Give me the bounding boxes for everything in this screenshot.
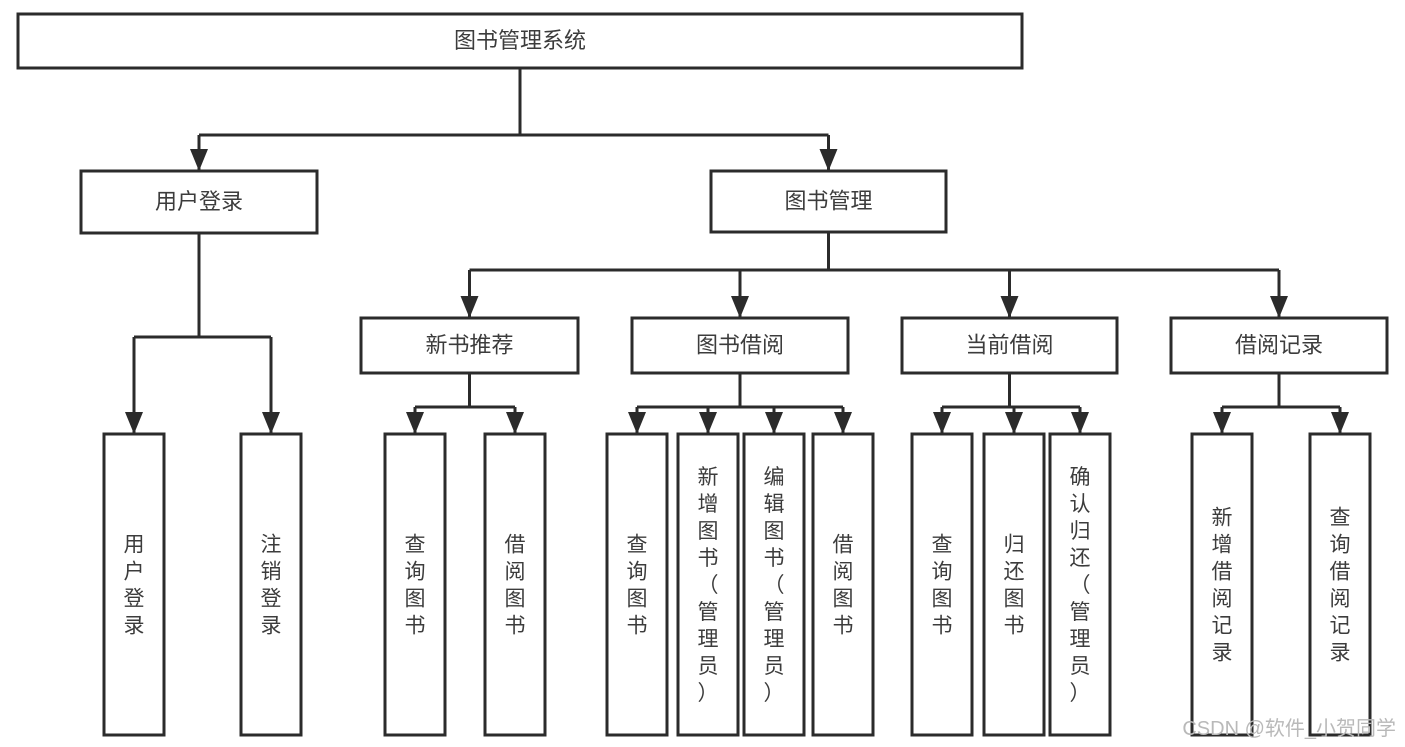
node-new-book-recommend[interactable]: 新书推荐 (359, 316, 580, 375)
node-box-leaf-confirm-return[interactable] (1048, 432, 1112, 737)
node-label-leaf-borrow-book-2: 借阅图书 (833, 534, 854, 638)
node-box-book-manage[interactable] (709, 169, 948, 234)
node-leaf-query-book-3[interactable]: 查询图书 (910, 432, 974, 737)
arrow-head-leaf-user-login (125, 412, 143, 434)
arrow-head-leaf-add-book (699, 412, 717, 434)
arrow-head-leaf-borrow-book-1 (506, 412, 524, 434)
node-leaf-return-book[interactable]: 归还图书 (982, 432, 1046, 737)
node-label-leaf-query-book-3: 查询图书 (932, 534, 953, 638)
node-box-book-borrow[interactable] (630, 316, 850, 375)
node-box-leaf-query-book-3[interactable] (910, 432, 974, 737)
arrow-head-leaf-add-record (1213, 412, 1231, 434)
node-borrow-record[interactable]: 借阅记录 (1169, 316, 1389, 375)
arrow-head-leaf-query-record (1331, 412, 1349, 434)
node-box-leaf-add-book[interactable] (676, 432, 740, 737)
node-box-borrow-record[interactable] (1169, 316, 1389, 375)
arrow-head-book-borrow (731, 296, 749, 318)
arrow-head-leaf-user-logout (262, 412, 280, 434)
node-box-leaf-user-login[interactable] (102, 432, 166, 737)
node-box-root[interactable] (16, 12, 1024, 70)
node-leaf-add-book[interactable]: 新增图书（管理员） (676, 432, 740, 737)
node-label-root: 图书管理系统 (454, 28, 586, 53)
arrow-head-leaf-return-book (1005, 412, 1023, 434)
node-leaf-add-record[interactable]: 新增借阅记录 (1190, 432, 1254, 737)
node-label-current-borrow: 当前借阅 (965, 332, 1053, 357)
node-box-leaf-edit-book[interactable] (742, 432, 806, 737)
node-label-leaf-add-record: 新增借阅记录 (1212, 507, 1233, 665)
node-leaf-borrow-book-2[interactable]: 借阅图书 (811, 432, 875, 737)
arrow-head-book-manage (819, 149, 838, 171)
node-box-leaf-borrow-book-2[interactable] (811, 432, 875, 737)
node-label-user-login: 用户登录 (155, 189, 243, 214)
node-book-manage[interactable]: 图书管理 (709, 169, 948, 234)
node-label-leaf-query-record: 查询借阅记录 (1330, 507, 1351, 665)
connector-layer (125, 68, 1349, 434)
arrow-head-new-book-recommend (460, 296, 479, 318)
node-label-book-borrow: 图书借阅 (696, 332, 784, 357)
node-label-leaf-query-book-2: 查询图书 (627, 534, 648, 638)
node-leaf-user-login[interactable]: 用户登录 (102, 432, 166, 737)
node-box-leaf-query-book-2[interactable] (605, 432, 669, 737)
arrow-head-leaf-query-book-1 (406, 412, 424, 434)
arrow-head-user-login (190, 149, 208, 171)
node-label-leaf-return-book: 归还图书 (1004, 534, 1025, 638)
arrow-head-leaf-edit-book (765, 412, 783, 434)
node-label-new-book-recommend: 新书推荐 (425, 332, 513, 357)
node-root[interactable]: 图书管理系统 (16, 12, 1024, 70)
node-box-leaf-add-record[interactable] (1190, 432, 1254, 737)
node-label-book-manage: 图书管理 (784, 188, 872, 213)
arrow-head-leaf-query-book-2 (628, 412, 646, 434)
node-label-leaf-add-book: 新增图书（管理员） (698, 466, 719, 705)
node-leaf-user-logout[interactable]: 注销登录 (239, 432, 303, 737)
node-label-leaf-query-book-1: 查询图书 (405, 534, 426, 638)
arrow-head-current-borrow (1000, 296, 1019, 318)
node-user-login[interactable]: 用户登录 (79, 169, 319, 235)
arrow-head-leaf-query-book-3 (933, 412, 951, 434)
node-leaf-query-book-2[interactable]: 查询图书 (605, 432, 669, 737)
node-label-leaf-edit-book: 编辑图书（管理员） (764, 466, 785, 705)
node-box-leaf-return-book[interactable] (982, 432, 1046, 737)
node-box-leaf-user-logout[interactable] (239, 432, 303, 737)
node-leaf-borrow-book-1[interactable]: 借阅图书 (483, 432, 547, 737)
node-label-borrow-record: 借阅记录 (1235, 332, 1323, 357)
node-current-borrow[interactable]: 当前借阅 (900, 316, 1119, 375)
node-box-current-borrow[interactable] (900, 316, 1119, 375)
arrow-head-borrow-record (1270, 296, 1288, 318)
node-label-leaf-user-logout: 注销登录 (261, 534, 282, 638)
node-box-user-login[interactable] (79, 169, 319, 235)
node-layer: 图书管理系统用户登录图书管理新书推荐图书借阅当前借阅借阅记录用户登录注销登录查询… (16, 12, 1389, 737)
node-leaf-edit-book[interactable]: 编辑图书（管理员） (742, 432, 806, 737)
csdn-watermark: CSDN @软件_小贺同学 (1182, 717, 1396, 740)
node-leaf-confirm-return[interactable]: 确认归还（管理员） (1048, 432, 1112, 737)
arrow-head-leaf-borrow-book-2 (834, 412, 852, 434)
node-box-leaf-query-book-1[interactable] (383, 432, 447, 737)
node-label-leaf-borrow-book-1: 借阅图书 (505, 534, 526, 638)
node-leaf-query-book-1[interactable]: 查询图书 (383, 432, 447, 737)
node-box-leaf-query-record[interactable] (1308, 432, 1372, 737)
node-book-borrow[interactable]: 图书借阅 (630, 316, 850, 375)
node-label-leaf-confirm-return: 确认归还（管理员） (1070, 466, 1091, 705)
node-label-leaf-user-login: 用户登录 (124, 534, 145, 638)
node-box-leaf-borrow-book-1[interactable] (483, 432, 547, 737)
arrow-head-leaf-confirm-return (1071, 412, 1089, 434)
node-leaf-query-record[interactable]: 查询借阅记录 (1308, 432, 1372, 737)
node-box-new-book-recommend[interactable] (359, 316, 580, 375)
